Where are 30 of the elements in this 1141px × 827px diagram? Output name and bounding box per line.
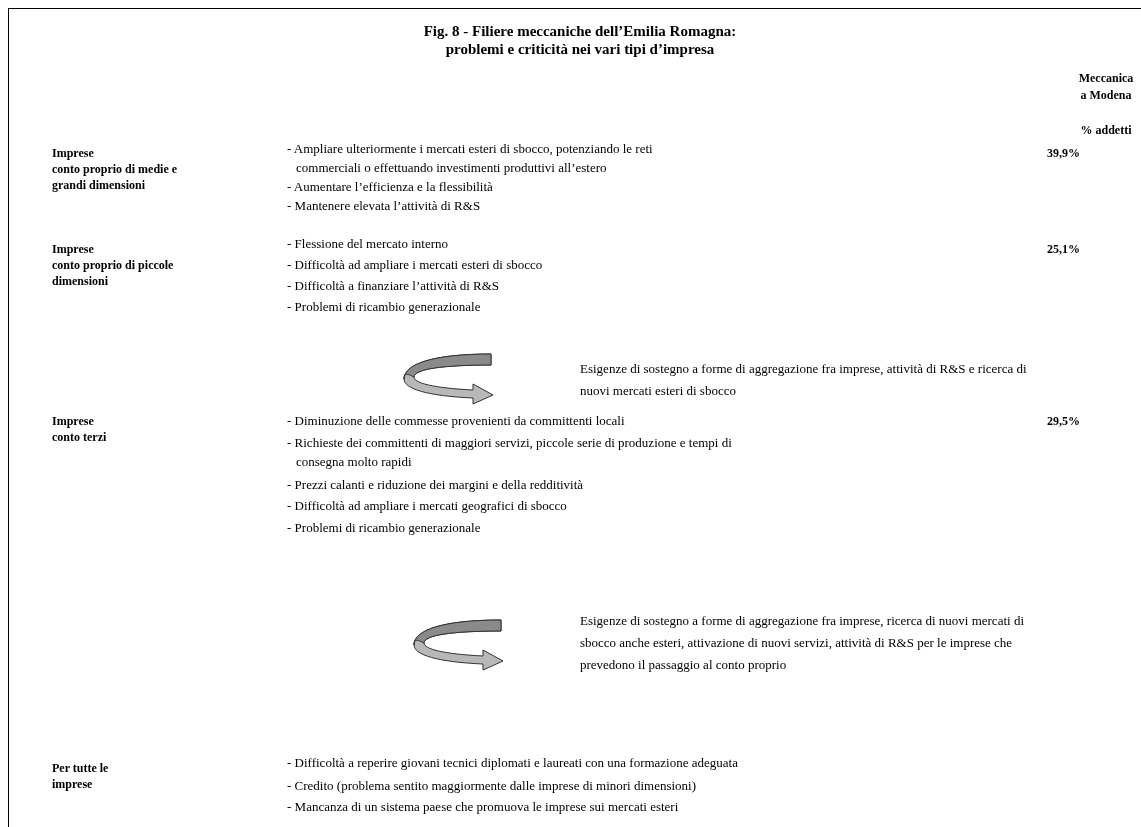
row-heading: conto terzi	[52, 429, 108, 445]
percentage-value: 29,5%	[1046, 413, 1080, 429]
row-heading: Per tutte le imprese	[52, 760, 110, 792]
note-text: Esigenze di sostegno a forme di aggregazione fra imprese, ricerca di nuovi mercati di sbocco anche esteri, attivazione di nuovi servizi, attività di R&S per le imprese che prevedono il passaggio al conto proprio	[580, 612, 1025, 674]
row-heading: Imprese	[52, 145, 95, 161]
bullet-item: - Difficoltà a reperire giovani tecnici diplomati e laureati con una formazione adeguata	[287, 754, 739, 772]
row-heading: Imprese	[52, 413, 95, 429]
bullet-item: - Prezzi calanti e riduzione dei margini e della redditività	[287, 476, 585, 494]
bullet-item: - Difficoltà ad ampliare i mercati esteri di sbocco	[287, 256, 544, 274]
figure-title: Fig. 8 - Filiere meccaniche dell’Emilia Romagna: problemi e criticità nei vari tipi d’impresa	[422, 22, 738, 58]
row-heading: conto proprio di medie e grandi dimensioni	[52, 161, 179, 193]
bullet-item: - Aumentare l’efficienza e la flessibilità	[287, 178, 494, 196]
bullet-item: - Mantenere elevata l’attività di R&S	[287, 197, 482, 215]
bullet-item: - Diminuzione delle commesse provenienti da committenti locali	[287, 412, 626, 430]
bullet-item: - Difficoltà ad ampliare i mercati geografici di sbocco	[287, 497, 568, 515]
note-text: Esigenze di sostegno a forme di aggregazione fra imprese, attività di R&S e ricerca di nuovi mercati esteri di sbocco	[580, 360, 1028, 400]
row-heading: Imprese	[52, 241, 95, 257]
column-header: % addetti	[1079, 122, 1133, 139]
bullet-item: - Ampliare ulteriormente i mercati esteri di sbocco, potenziando le reti commerciali o effettuando investimenti produttivi all’estero	[287, 140, 654, 177]
bullet-item: - Flessione del mercato interno	[287, 235, 449, 253]
bullet-item: - Difficoltà a finanziare l’attività di R&S	[287, 277, 501, 295]
column-header: Meccanica a Modena	[1077, 70, 1135, 104]
bullet-item: - Problemi di ricambio generazionale	[287, 519, 482, 537]
bullet-item: - Credito (problema sentito maggiormente dalle imprese di minori dimensioni)	[287, 777, 698, 795]
bullet-item: - Mancanza di un sistema paese che promuova le imprese sui mercati esteri	[287, 798, 680, 816]
bullet-item: - Problemi di ricambio generazionale	[287, 298, 482, 316]
row-heading: conto proprio di piccole dimensioni	[52, 257, 175, 289]
percentage-value: 39,9%	[1046, 145, 1080, 161]
percentage-value: 25,1%	[1046, 241, 1080, 257]
bullet-item: - Richieste dei committenti di maggiori servizi, piccole serie di produzione e tempi di consegna molto rapidi	[287, 434, 732, 471]
